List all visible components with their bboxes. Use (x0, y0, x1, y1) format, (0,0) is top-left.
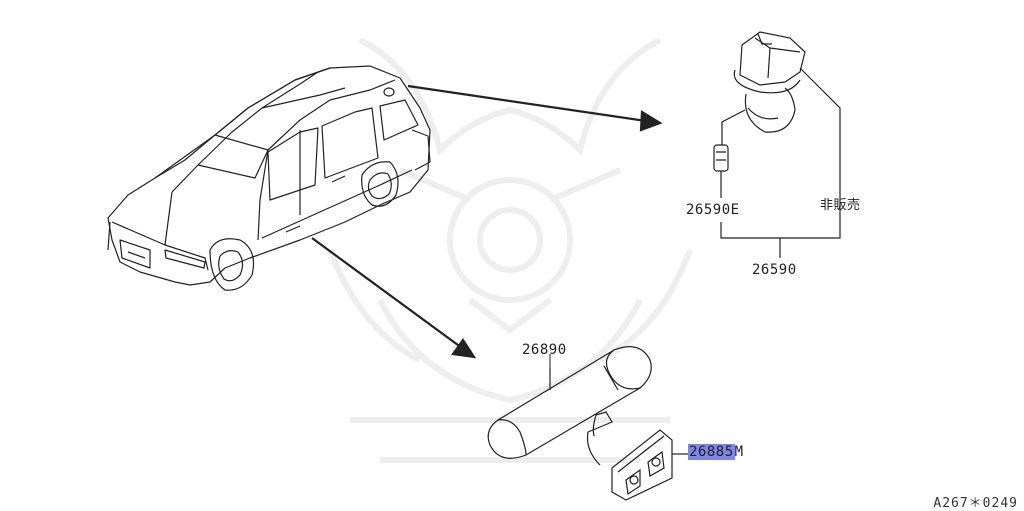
callout-bracket-suffix: M (734, 444, 744, 460)
car-illustration (107, 65, 431, 291)
lamp-assembly-drawing (713, 31, 841, 258)
watermark-emblem (327, 37, 693, 463)
callout-bracket-highlight[interactable]: 26885 (688, 444, 735, 460)
callout-bulb: 26590E (686, 202, 740, 218)
pointer-arrows (311, 84, 663, 359)
callout-lamp-assembly: 26590 (752, 262, 797, 278)
figure-code: A267＊0249 (933, 496, 1018, 511)
callout-light-body: 26890 (522, 342, 567, 358)
callout-not-for-sale: 非販売 (820, 198, 861, 213)
callout-bracket: 26885M (688, 444, 744, 460)
plate-light-drawing (487, 346, 688, 501)
